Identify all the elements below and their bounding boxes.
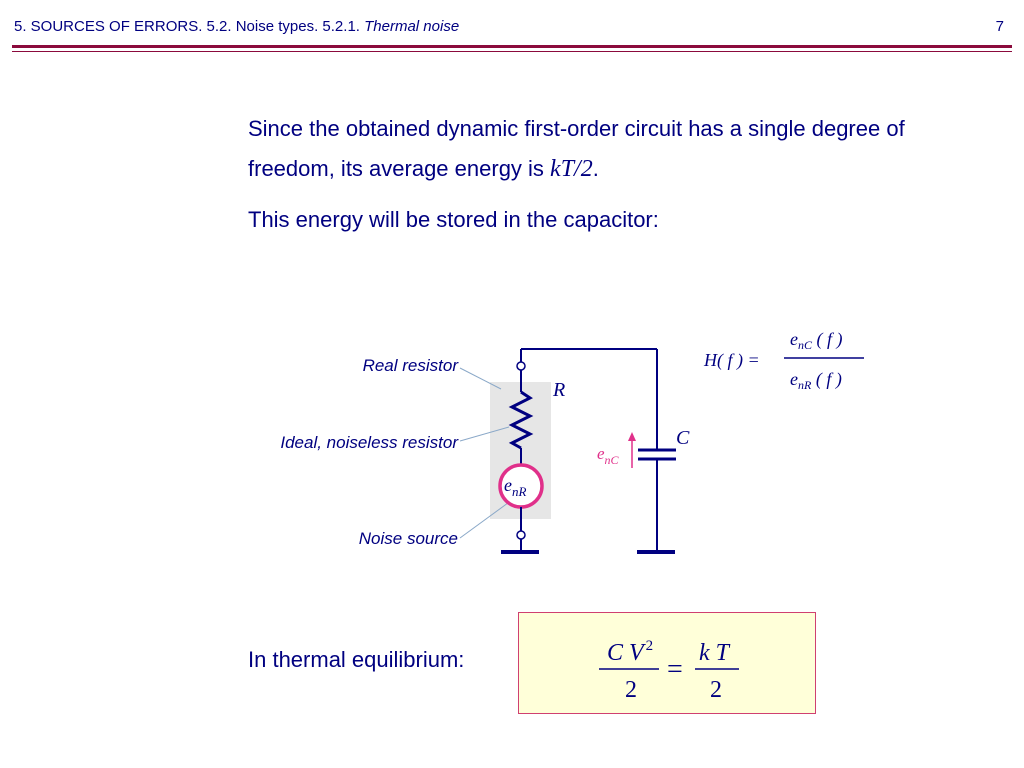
transfer-numerator: enC ( f ) — [790, 329, 843, 352]
terminal-top — [516, 361, 526, 371]
leader-ideal-resistor — [459, 426, 510, 442]
header-rule-thick — [12, 45, 1012, 48]
label-noise-source: Noise source — [358, 529, 458, 548]
lhs-denominator: 2 — [625, 677, 637, 703]
label-R: R — [552, 379, 565, 401]
p1-end: . — [592, 156, 599, 181]
rhs-numerator: k T — [699, 640, 731, 666]
paragraph-degree-of-freedom: Since the obtained dynamic first-order c… — [248, 109, 948, 189]
cap-voltage-arrowhead — [628, 432, 636, 441]
p1-text: Since the obtained dynamic first-order c… — [248, 116, 905, 181]
equals-sign: = — [667, 654, 683, 685]
source-label: enR — [504, 475, 527, 499]
equilibrium-label: In thermal equilibrium: — [248, 647, 465, 672]
breadcrumb-topic: Thermal noise — [364, 18, 460, 35]
page-number: 7 — [995, 18, 1004, 35]
cap-voltage-label: enC — [597, 444, 620, 467]
transfer-H: H( f ) = — [703, 350, 760, 371]
label-C: C — [676, 427, 690, 449]
breadcrumb-text: 5. SOURCES OF ERRORS. 5.2. Noise types. … — [14, 18, 365, 35]
paragraph-capacitor-energy: This energy will be stored in the capaci… — [248, 207, 659, 232]
terminal-bottom — [516, 530, 526, 540]
header-rule-thin — [12, 51, 1012, 52]
resistor-zigzag — [508, 390, 534, 450]
leader-real-resistor — [459, 367, 502, 390]
rhs-denominator: 2 — [710, 677, 722, 703]
p1-math: kT/2 — [550, 156, 593, 182]
leader-noise-source — [459, 499, 513, 539]
label-ideal-resistor: Ideal, noiseless resistor — [280, 433, 458, 452]
transfer-denominator: enR ( f ) — [790, 369, 842, 392]
slide-header: 5. SOURCES OF ERRORS. 5.2. Noise types. … — [14, 18, 459, 35]
label-real-resistor: Real resistor — [362, 356, 458, 375]
